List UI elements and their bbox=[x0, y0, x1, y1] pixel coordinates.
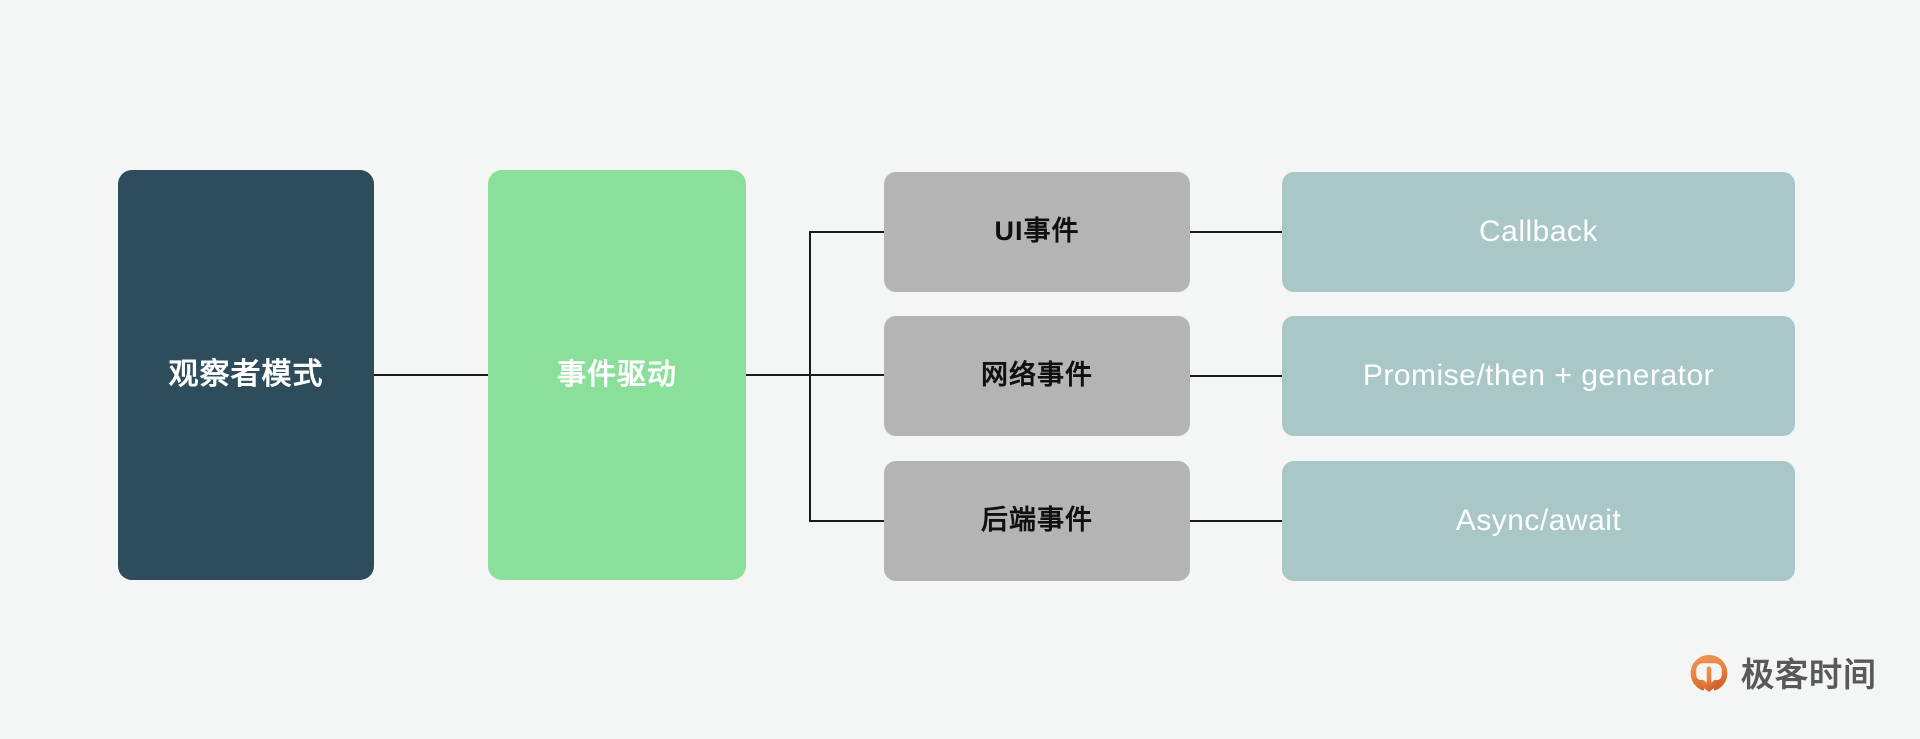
brand-name: 极客时间 bbox=[1741, 655, 1877, 693]
node-callback[interactable]: Callback bbox=[1282, 172, 1795, 292]
connector-root-to-driver bbox=[374, 374, 488, 376]
node-backend-event[interactable]: 后端事件 bbox=[884, 461, 1190, 581]
node-network-event[interactable]: 网络事件 bbox=[884, 316, 1190, 436]
connector-backend-event-to-async bbox=[1190, 520, 1282, 522]
node-ui-event[interactable]: UI事件 bbox=[884, 172, 1190, 292]
node-promise-then-generator[interactable]: Promise/then + generator bbox=[1282, 316, 1795, 436]
connector-network-event-to-promise bbox=[1190, 375, 1282, 377]
connector-driver-to-trunk bbox=[746, 374, 810, 376]
geektime-logo-icon bbox=[1690, 654, 1728, 692]
node-observer-pattern[interactable]: 观察者模式 bbox=[118, 170, 374, 580]
connector-branch-backend-event bbox=[809, 520, 884, 522]
node-async-await[interactable]: Async/await bbox=[1282, 461, 1795, 581]
connector-ui-event-to-callback bbox=[1190, 231, 1282, 233]
connector-trunk-vertical bbox=[809, 231, 811, 522]
connector-branch-ui-event bbox=[809, 231, 884, 233]
node-event-driven[interactable]: 事件驱动 bbox=[488, 170, 746, 580]
brand-watermark: 极客时间 bbox=[1688, 653, 1877, 695]
connector-branch-network-event bbox=[809, 374, 884, 376]
